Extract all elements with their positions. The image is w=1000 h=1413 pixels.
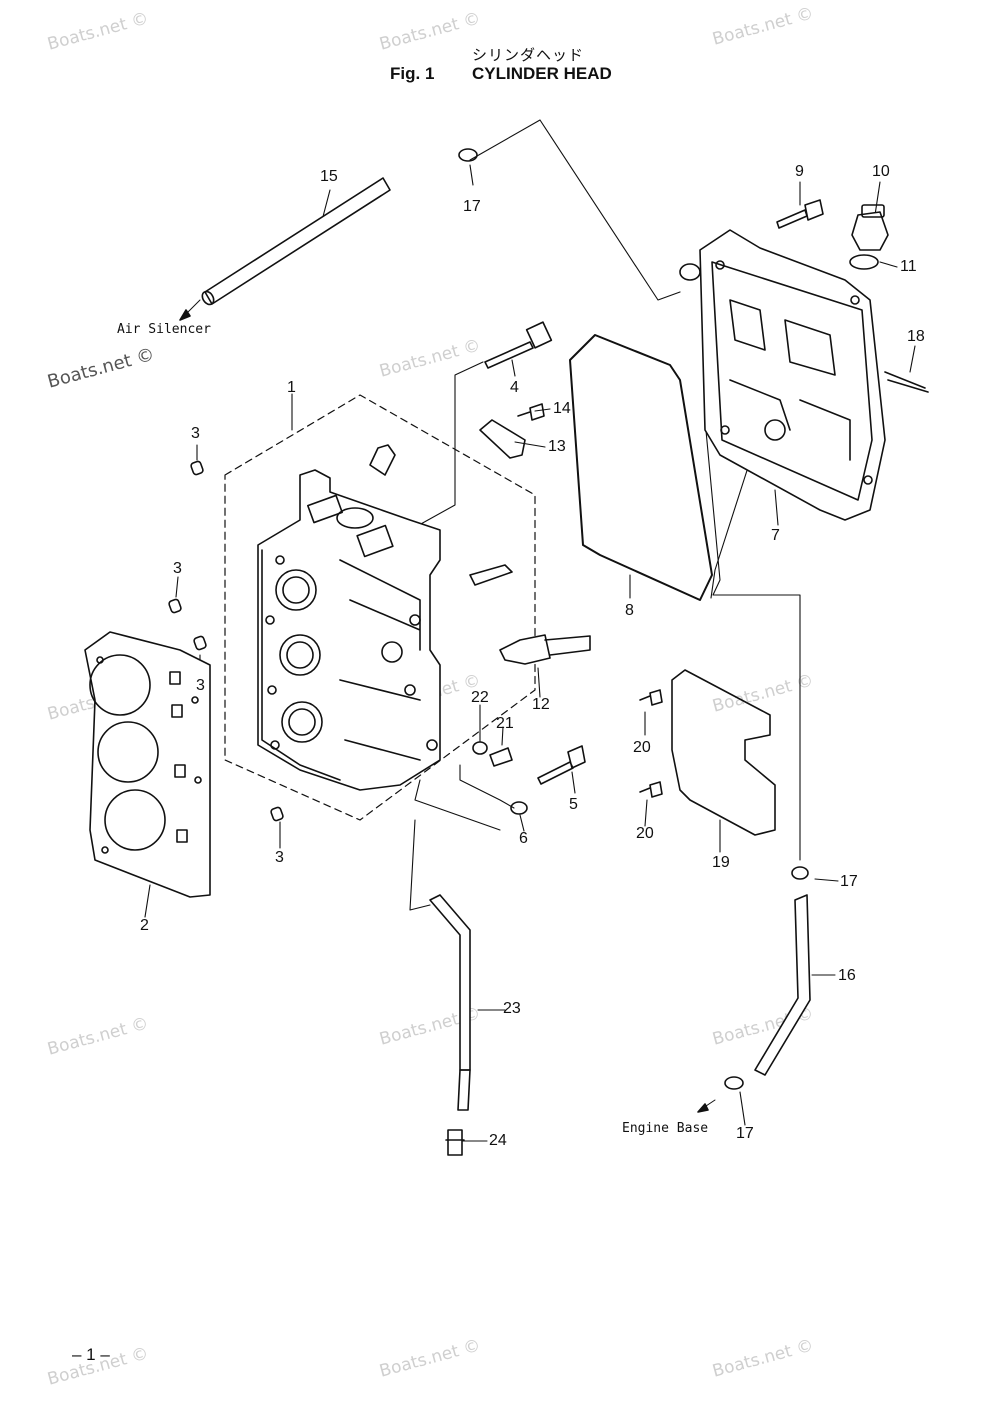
oil-filler-cap [851, 204, 889, 251]
part-number: 17 [840, 873, 858, 890]
engine-base-arrow [697, 1099, 716, 1113]
hose-15 [179, 177, 391, 321]
bolt-9 [776, 199, 824, 229]
part-number: 3 [173, 560, 182, 577]
part-number: 16 [838, 967, 856, 984]
part-number: 1 [287, 379, 296, 396]
screw-20 [639, 781, 663, 798]
gasket-22 [472, 741, 488, 755]
figure-title: CYLINDER HEAD [472, 64, 612, 83]
part-number: 20 [633, 739, 651, 756]
part-number: 3 [275, 849, 284, 866]
fitting-24 [445, 1129, 465, 1156]
part-number: 5 [569, 796, 578, 813]
part-number: 18 [907, 328, 925, 345]
head-gasket [84, 631, 211, 898]
part-number: 9 [795, 163, 804, 180]
part-number: 17 [463, 198, 481, 215]
part-number: 19 [712, 854, 730, 871]
engine-base-label: Engine Base [622, 1121, 709, 1136]
screw-14 [517, 403, 545, 421]
air-silencer-label: Air Silencer [117, 322, 211, 337]
part-number: 7 [771, 527, 780, 544]
figure-number: Fig. 1 [390, 64, 435, 83]
part-number: 4 [510, 379, 519, 396]
part-number: 14 [553, 400, 571, 417]
part-number: 11 [900, 258, 917, 275]
hose-16 [754, 894, 811, 1076]
part-number: 8 [625, 602, 634, 619]
cylinder-head-group-box [224, 394, 536, 821]
part-number: 22 [471, 689, 489, 706]
page-number: – 1 – [72, 1345, 110, 1364]
part-number: 23 [503, 1000, 521, 1017]
cylinder-head-cover [679, 229, 886, 521]
part-number: 10 [872, 163, 890, 180]
cover-gasket [569, 334, 713, 601]
clip-18 [884, 371, 929, 393]
plate-19 [671, 669, 776, 836]
spark-plug [499, 634, 591, 665]
part-number: 20 [636, 825, 654, 842]
hose-clamps [458, 148, 809, 1090]
bolt-5 [537, 745, 586, 785]
bolt-4 [484, 321, 553, 369]
part-number: 15 [320, 168, 338, 185]
hose-23 [429, 894, 471, 1071]
connection-lines [409, 119, 801, 911]
o-ring-11 [849, 254, 879, 270]
part-number: 21 [496, 715, 514, 732]
plug-21 [489, 747, 513, 767]
part-number: 3 [196, 677, 205, 694]
part-number: 24 [489, 1132, 507, 1149]
washer-6 [510, 801, 528, 815]
cylinder-head [257, 444, 513, 791]
part-number: 2 [140, 917, 149, 934]
part-number: 17 [736, 1125, 754, 1142]
plate-13 [479, 419, 526, 459]
part-number: 13 [548, 438, 566, 455]
screw-20 [639, 689, 663, 706]
part-number: 12 [532, 696, 550, 713]
part-number: 6 [519, 830, 528, 847]
part-number: 3 [191, 425, 200, 442]
title-japanese: シリンダヘッド [472, 46, 585, 64]
dowel-pins [168, 460, 284, 822]
